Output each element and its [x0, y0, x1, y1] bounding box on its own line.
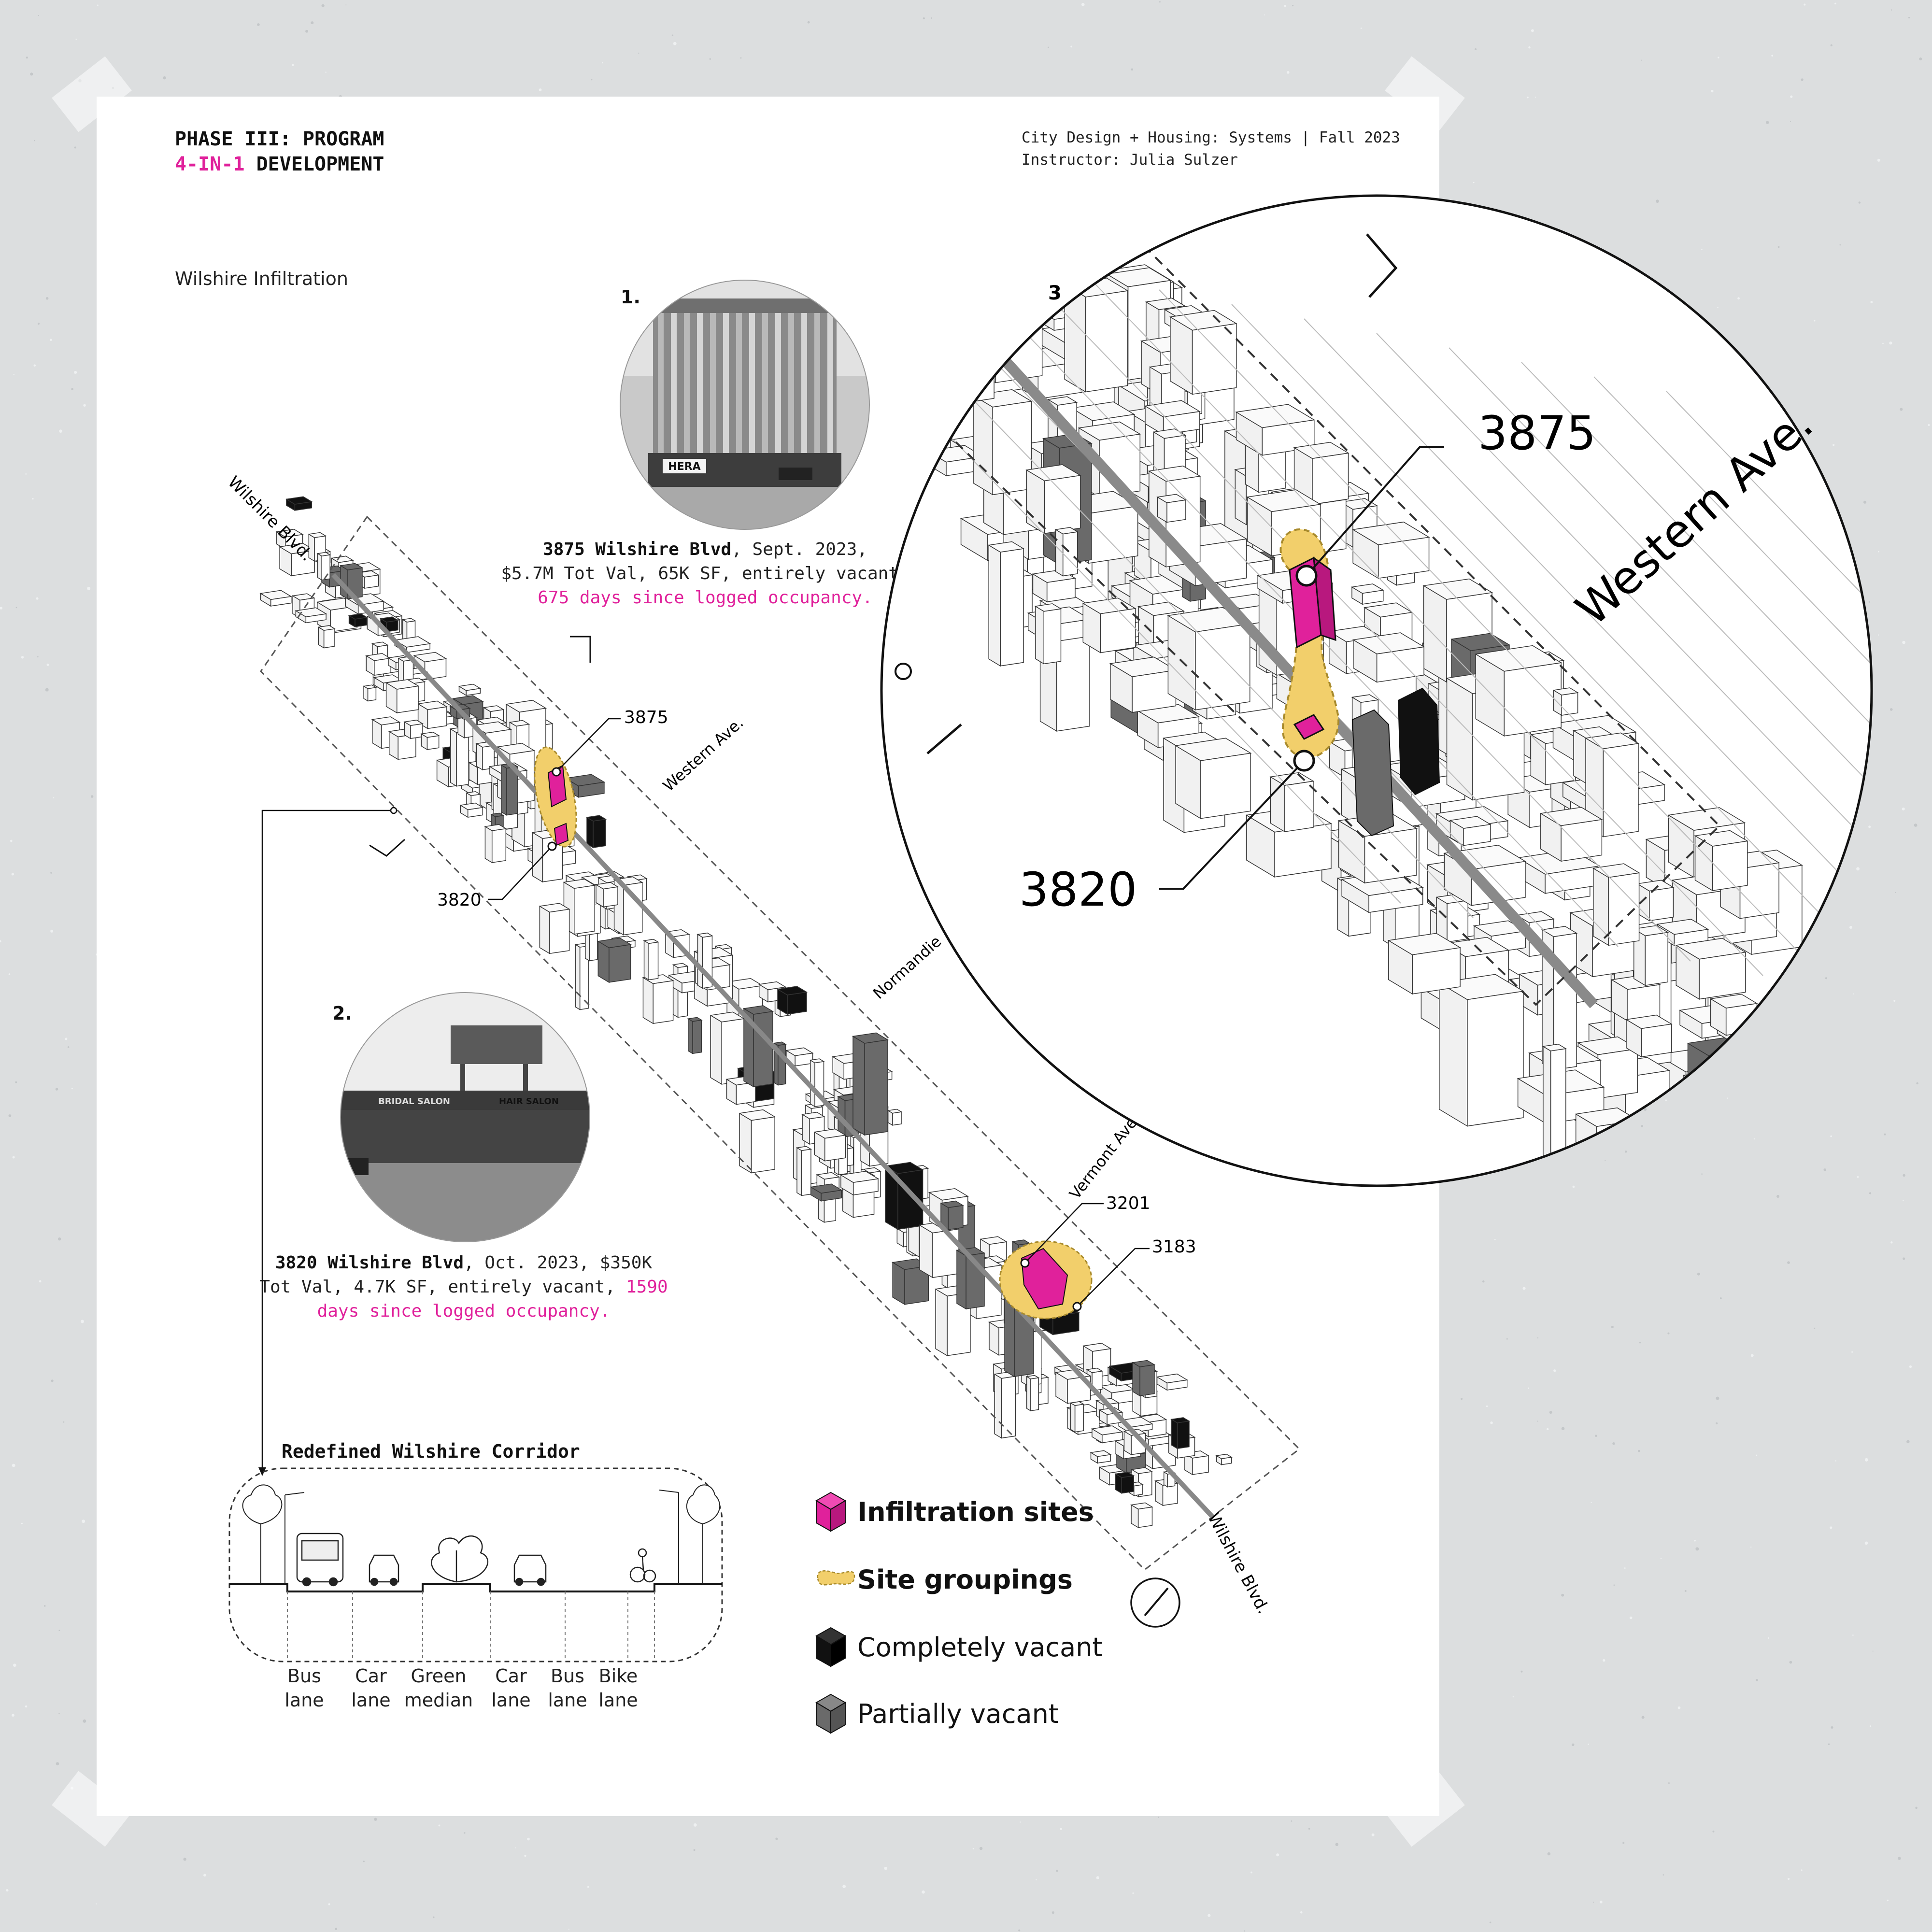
phase-title: PHASE III: PROGRAM	[175, 128, 384, 150]
street-label-wilshire-bottom: Wilshire Blvd.	[1204, 1509, 1273, 1617]
photo-2-number: 2.	[332, 1003, 352, 1024]
photo-1-title: 3875 Wilshire Blvd	[543, 540, 732, 559]
course-title: City Design + Housing: Systems | Fall 20…	[1022, 129, 1400, 146]
legend-infiltration-cube-icon	[815, 1492, 846, 1532]
zoom-wilshire-road	[971, 325, 1598, 1009]
bus-icon	[296, 1533, 344, 1587]
zoom-section-marker-left	[926, 724, 962, 754]
legend-blob-icon	[817, 1570, 855, 1586]
street-label-wilshire-top: Wilshire Blvd.	[224, 472, 316, 565]
photo-2-title: 3820 Wilshire Blvd	[275, 1253, 464, 1273]
legend-item-partially-vacant: Partially vacant	[814, 1692, 1152, 1740]
photo-2-storefront: BRIDAL SALON HAIR SALON	[340, 992, 590, 1242]
legend-item-completely-vacant: Completely vacant	[814, 1625, 1152, 1674]
page-subtitle: Wilshire Infiltration	[175, 268, 348, 289]
zoom-leader-3820	[1159, 760, 1305, 890]
pin-3875	[552, 767, 561, 777]
zoom-infiltration-site-3820	[1293, 714, 1325, 740]
corridor-section	[228, 1467, 723, 1662]
leader-3201	[1024, 1203, 1104, 1264]
photo-2-caption: 3820 Wilshire Blvd, Oct. 2023, $350K Tot…	[259, 1253, 668, 1321]
pin-3201	[1020, 1258, 1030, 1268]
map-label-3820: 3820	[437, 890, 482, 910]
zoom-label-3875: 3875	[1478, 406, 1596, 460]
zoom-detail: 3875 3820 Western Ave. 3	[880, 194, 1873, 1187]
legend-item-groupings: Site groupings	[814, 1558, 1152, 1606]
leader-3820	[488, 846, 553, 900]
tree-right	[659, 1484, 721, 1584]
pin-3820	[547, 841, 557, 851]
legend-partial-cube-icon	[815, 1693, 846, 1734]
legend-item-infiltration: Infiltration sites	[814, 1490, 1152, 1543]
zoom-partial-number: 3	[1048, 282, 1062, 304]
zoom-partial-tower	[1351, 709, 1394, 837]
map-label-3183: 3183	[1152, 1237, 1196, 1257]
infiltration-site-3201	[1021, 1248, 1068, 1310]
photo-1-building: HERA	[620, 280, 870, 530]
section-marker-a	[570, 636, 591, 663]
map-label-3875: 3875	[624, 708, 668, 727]
photo-2-sign-right: HAIR SALON	[499, 1096, 559, 1107]
map-buildings	[259, 496, 1233, 1528]
wilshire-road	[331, 573, 1214, 1519]
zoom-pin-3875	[1295, 565, 1318, 587]
north-arrow	[1130, 1577, 1180, 1628]
zoom-pin-3820	[1293, 750, 1315, 772]
page-header: PHASE III: PROGRAM 4-IN-1 DEVELOPMENT	[175, 127, 384, 177]
legend-vacant-cube-icon	[815, 1627, 846, 1667]
zoom-leader-3875	[1306, 446, 1444, 577]
tree-left	[242, 1484, 305, 1584]
photo-1-sign: HERA	[668, 461, 700, 473]
photo-1-number: 1.	[621, 286, 640, 308]
photo-2-sign-left: BRIDAL SALON	[378, 1096, 450, 1107]
course-info: City Design + Housing: Systems | Fall 20…	[1022, 127, 1400, 171]
development-title: 4-IN-1 DEVELOPMENT	[175, 153, 384, 175]
legend: Infiltration sites Site groupings Comple…	[814, 1490, 1152, 1761]
zoom-infiltration-site-3875-side	[1313, 556, 1336, 641]
infiltration-site-3820	[554, 823, 569, 846]
zoom-label-3820: 3820	[1019, 863, 1137, 917]
road-profile	[229, 1583, 722, 1592]
median-plant-icon	[431, 1535, 489, 1583]
photo-1-caption: 3875 Wilshire Blvd, Sept. 2023, $5.7M To…	[501, 540, 909, 608]
car-icon-left	[369, 1554, 399, 1586]
leader-3875	[556, 718, 621, 772]
leader-3183	[1077, 1248, 1150, 1307]
instructor: Instructor: Julia Sulzer	[1022, 151, 1238, 169]
map-label-3201: 3201	[1106, 1193, 1151, 1213]
car-icon-right	[513, 1554, 547, 1586]
section-connector	[261, 810, 394, 1473]
section-marker-b	[369, 838, 406, 857]
corridor-section-title: Redefined Wilshire Corridor	[282, 1441, 580, 1462]
pin-3183	[1072, 1302, 1082, 1311]
cyclist-icon	[629, 1548, 656, 1583]
zoom-vacant-tower	[1397, 687, 1440, 796]
street-label-western: Western Ave.	[659, 713, 747, 795]
accent-label: 4-IN-1	[175, 153, 245, 175]
zoom-section-marker-top	[1366, 233, 1398, 298]
